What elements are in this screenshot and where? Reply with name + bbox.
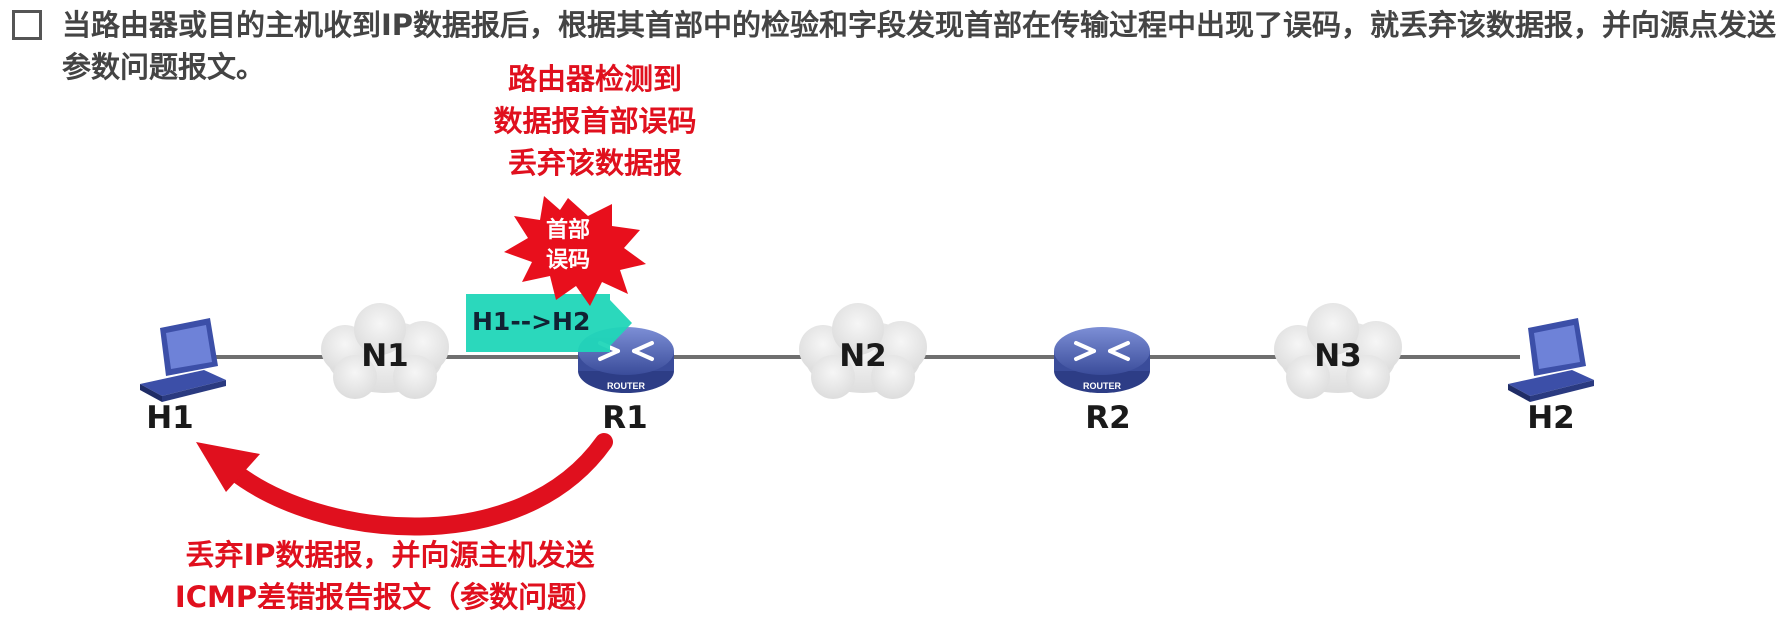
return-arrow	[223, 433, 613, 536]
packet-label: H1-->H2	[472, 307, 591, 336]
packet-arrow	[466, 294, 632, 352]
network-label-n2: N2	[839, 338, 887, 374]
bottom-note: 丢弃IP数据报，并向源主机发送 ICMP差错报告报文（参数问题）	[130, 534, 650, 618]
error-burst-icon	[504, 196, 646, 306]
callout-line-3: 丢弃该数据报	[507, 146, 682, 180]
device-label-r1: R1	[602, 400, 648, 436]
router-callout: 路由器检测到 数据报首部误码 丢弃该数据报	[440, 58, 750, 184]
router-badge-r2: ROUTER	[1083, 381, 1122, 391]
computer-icon-h2	[1508, 318, 1594, 402]
checkbox-bullet	[12, 10, 42, 40]
cloud-n2	[799, 303, 927, 399]
burst-line-2: 误码	[545, 248, 590, 273]
cloud-n3	[1274, 303, 1402, 399]
device-label-r2: R2	[1085, 400, 1131, 436]
callout-line-2: 数据报首部误码	[493, 104, 697, 138]
device-label-h1: H1	[146, 400, 194, 436]
headline-text: 当路由器或目的主机收到IP数据报后，根据其首部中的检验和字段发现首部在传输过程中…	[62, 8, 1777, 84]
bottom-note-line-1: 丢弃IP数据报，并向源主机发送	[185, 538, 595, 572]
burst-label: 首部 误码	[525, 216, 611, 276]
computer-icon-h1	[140, 318, 226, 402]
network-label-n1: N1	[361, 338, 409, 374]
bottom-note-line-2: ICMP差错报告报文（参数问题）	[174, 580, 606, 614]
callout-line-1: 路由器检测到	[507, 62, 682, 96]
return-arrowhead-icon	[196, 442, 260, 492]
cloud-n1	[321, 303, 449, 399]
burst-line-1: 首部	[545, 218, 590, 243]
router-icon-r1: ROUTER	[578, 327, 674, 393]
network-label-n3: N3	[1314, 338, 1362, 374]
device-label-h2: H2	[1527, 400, 1575, 436]
router-icon-r2: ROUTER	[1054, 327, 1150, 393]
router-badge-r1: ROUTER	[607, 381, 646, 391]
